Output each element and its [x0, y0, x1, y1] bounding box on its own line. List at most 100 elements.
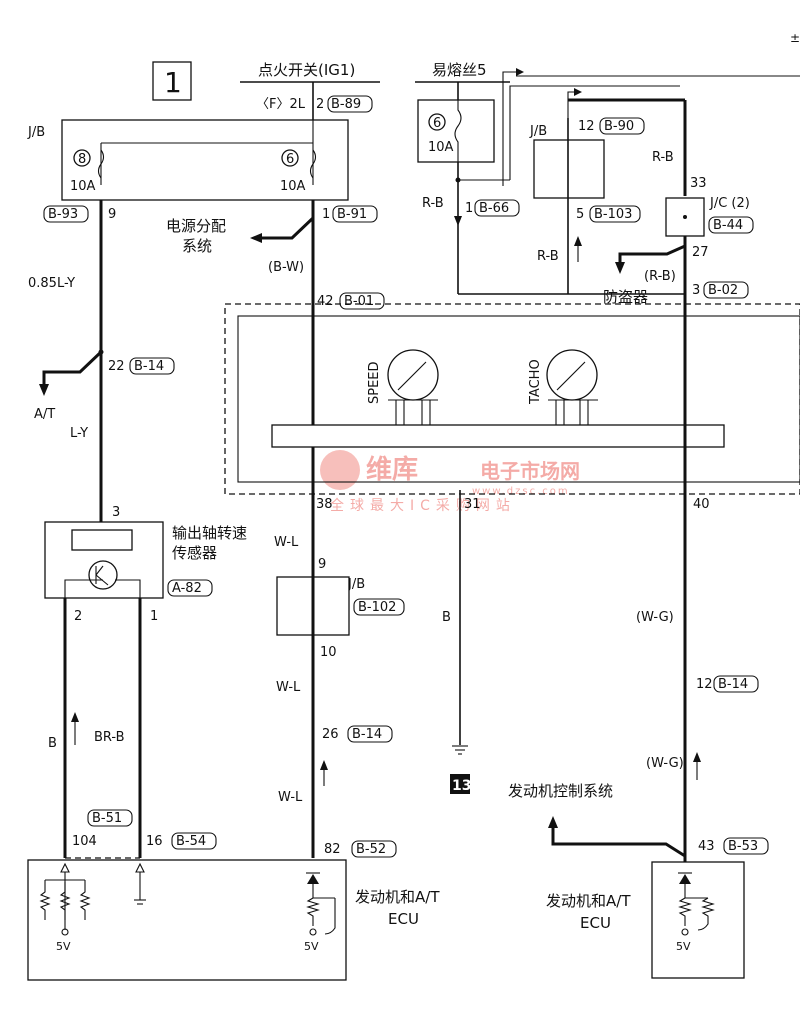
jc-label: J/C (2) — [709, 196, 750, 211]
ignition-switch-label: 点火开关(IG1) — [258, 61, 355, 79]
power-dist-label-2: 系统 — [182, 237, 212, 255]
ground-symbol: 13 — [450, 745, 471, 794]
power-dist-label-1: 电源分配 — [166, 217, 226, 235]
svg-text:82: 82 — [324, 842, 341, 857]
svg-text:31: 31 — [464, 497, 481, 512]
svg-text:22: 22 — [108, 359, 125, 374]
sensor-label-2: 传感器 — [172, 544, 217, 562]
conn-b02: B-02 — [708, 283, 738, 298]
wire-ly: L-Y — [70, 426, 88, 441]
wire-rb-1: R-B — [422, 196, 444, 211]
conn-b52: B-52 — [356, 842, 386, 857]
page-number: 1 — [152, 61, 192, 101]
engine-at-ecu-right — [651, 861, 745, 979]
conn-b66: B-66 — [479, 201, 509, 216]
fuse-6b: 6 10A — [428, 113, 454, 155]
svg-text:3: 3 — [692, 283, 700, 298]
svg-text:8: 8 — [78, 152, 86, 167]
conn-b89: B-89 — [331, 97, 361, 112]
conn-b44: B-44 — [713, 218, 743, 233]
ecu1-label-1: 发动机和A/T — [355, 888, 440, 906]
svg-text:27: 27 — [692, 245, 709, 260]
svg-text:3: 3 — [112, 505, 120, 520]
wire-b-left: B — [48, 736, 57, 751]
conn-a82: A-82 — [172, 581, 202, 596]
ecu1-internals: 5V — [39, 862, 146, 953]
watermark-site: 电子市场网 — [480, 459, 580, 483]
wire-wl-1: W-L — [274, 535, 299, 550]
conn-b90: B-90 — [604, 119, 634, 134]
svg-text:5V: 5V — [676, 940, 691, 953]
fuse-6: 6 10A — [280, 149, 317, 194]
at-label: A/T — [34, 407, 55, 422]
ecu2-label-2: ECU — [580, 914, 611, 932]
conn-b102: B-102 — [358, 600, 396, 615]
svg-text:9: 9 — [108, 207, 116, 222]
svg-text:1: 1 — [465, 201, 473, 216]
wire-rb-4: (R-B) — [644, 269, 676, 284]
svg-text:38: 38 — [316, 497, 333, 512]
conn-b14: B-14 — [134, 359, 164, 374]
tacho-label: TACHO — [528, 359, 543, 405]
svg-text:5V: 5V — [56, 940, 71, 953]
combination-meter — [224, 303, 800, 495]
wire-wl-3: W-L — [278, 790, 303, 805]
conn-b91: B-91 — [337, 207, 367, 222]
fusible-link-label: 易熔丝5 — [432, 61, 487, 79]
svg-text:1: 1 — [150, 609, 158, 624]
engine-control-label: 发动机控制系统 — [508, 782, 613, 800]
conn-b53: B-53 — [728, 839, 758, 854]
junction-block-right — [533, 139, 605, 199]
wire-rb-2: R-B — [537, 249, 559, 264]
svg-text:12: 12 — [578, 119, 595, 134]
conn-b51: B-51 — [92, 811, 122, 826]
sensor-label-1: 输出轴转速 — [172, 524, 247, 542]
watermark-slogan: 全球最大IC采购网站 — [330, 497, 516, 514]
wire-wg-1: (W-G) — [636, 610, 674, 625]
corner-mark: ± — [790, 31, 800, 45]
wire-wl-2: W-L — [276, 680, 301, 695]
ignition-pin-label: 〈F〉2L — [256, 97, 306, 112]
svg-text:33: 33 — [690, 176, 707, 191]
watermark-url: www.dzsc.com — [472, 486, 570, 497]
svg-text:10A: 10A — [428, 140, 454, 155]
svg-text:5: 5 — [576, 207, 584, 222]
engine-at-ecu-left — [27, 859, 347, 981]
tachometer: TACHO — [528, 349, 598, 425]
svg-text:5V: 5V — [304, 940, 319, 953]
page-number-text: 1 — [164, 66, 182, 99]
junction-block-top — [61, 119, 349, 201]
ecu1-diode-circuit: 5V — [304, 872, 336, 953]
svg-text:16: 16 — [146, 834, 163, 849]
conn-b54: B-54 — [176, 834, 206, 849]
ecu2-label-1: 发动机和A/T — [546, 892, 631, 910]
wire-rb-3: R-B — [652, 150, 674, 165]
svg-text:40: 40 — [693, 497, 710, 512]
svg-text:104: 104 — [72, 834, 97, 849]
svg-text:10: 10 — [320, 645, 337, 660]
svg-text:2: 2 — [74, 609, 82, 624]
conn-b01: B-01 — [344, 294, 374, 309]
svg-text:2: 2 — [316, 97, 324, 112]
svg-text:6: 6 — [286, 152, 294, 167]
ecu2-circuit: 5V — [676, 872, 715, 953]
speed-label: SPEED — [367, 361, 382, 404]
svg-text:6: 6 — [433, 116, 441, 131]
jb-label: J/B — [27, 125, 45, 140]
meter-circuit-board — [271, 424, 725, 448]
svg-text:10A: 10A — [70, 179, 96, 194]
conn-b103: B-103 — [594, 207, 632, 222]
watermark-brand: 维库 — [366, 454, 418, 485]
ecu1-label-2: ECU — [388, 910, 419, 928]
svg-text:42: 42 — [317, 294, 334, 309]
jb3-label: J/B — [529, 124, 547, 139]
svg-text:1: 1 — [322, 207, 330, 222]
fuse-8: 8 10A — [70, 149, 105, 194]
wire-b-ground: B — [442, 610, 451, 625]
svg-text:13: 13 — [452, 778, 471, 794]
conn-b14b: B-14 — [352, 727, 382, 742]
watermark: 维库 电子市场网 www.dzsc.com 全球最大IC采购网站 — [320, 450, 580, 514]
conn-b93: B-93 — [48, 207, 78, 222]
jb2-label: J/B — [347, 577, 365, 592]
